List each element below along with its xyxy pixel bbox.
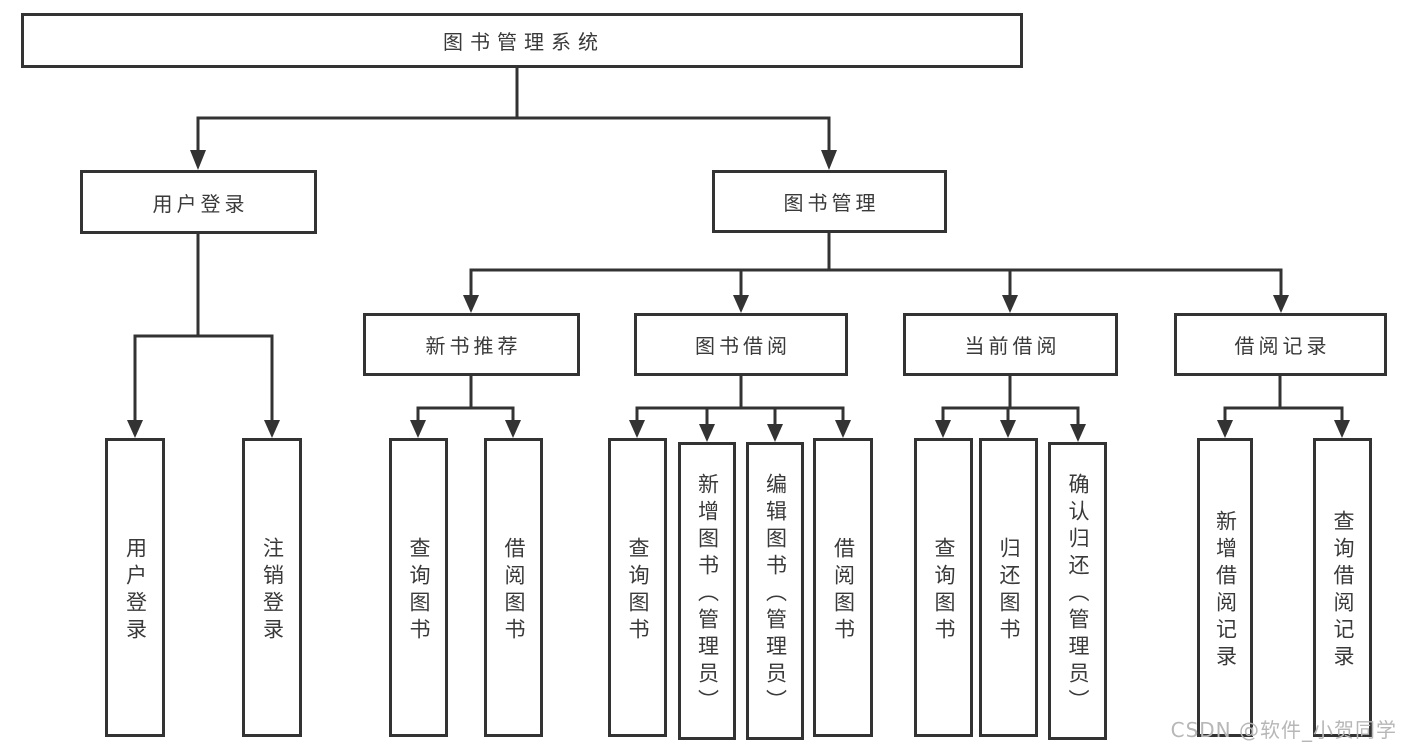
arrowhead-icon bbox=[835, 420, 851, 438]
arrowhead-icon bbox=[1334, 420, 1350, 438]
leaf-borrow-books-2-label: 借阅图书 bbox=[831, 536, 856, 645]
arrowhead-icon bbox=[699, 424, 715, 442]
leaf-add-book-admin-label: 新增图书（管理员） bbox=[695, 472, 720, 716]
leaf-query-books-1-label: 查询图书 bbox=[407, 536, 431, 645]
arrowhead-icon bbox=[463, 295, 479, 313]
leaf-user-login: 用户登录 bbox=[105, 438, 165, 737]
leaf-add-borrow-record: 新增借阅记录 bbox=[1197, 438, 1253, 737]
node-book-management-label: 图书管理 bbox=[783, 191, 880, 215]
arrowhead-icon bbox=[767, 424, 783, 442]
leaf-confirm-return-admin-label: 确认归还（管理员） bbox=[1066, 472, 1090, 716]
leaf-logout: 注销登录 bbox=[242, 438, 302, 737]
connector-root-to-level1 bbox=[196, 66, 831, 154]
node-new-book-recommend: 新书推荐 bbox=[363, 313, 580, 376]
arrowhead-icon bbox=[1217, 420, 1233, 438]
arrowhead-icon bbox=[410, 420, 426, 438]
connector-book-management-branch bbox=[469, 231, 1283, 299]
arrowhead-icon bbox=[264, 420, 280, 438]
node-library-system-label: 图书管理系统 bbox=[443, 30, 605, 54]
node-user-login: 用户登录 bbox=[80, 170, 317, 234]
leaf-borrow-books-1-label: 借阅图书 bbox=[502, 536, 526, 645]
node-library-system: 图书管理系统 bbox=[21, 13, 1023, 68]
leaf-add-borrow-record-label: 新增借阅记录 bbox=[1213, 509, 1238, 672]
arrowhead-icon bbox=[127, 420, 143, 438]
leaf-user-login-label: 用户登录 bbox=[123, 536, 148, 645]
arrowhead-icon bbox=[505, 420, 521, 438]
arrowhead-icon bbox=[821, 150, 837, 170]
leaf-query-books-3: 查询图书 bbox=[914, 438, 973, 737]
node-book-borrowing-label: 图书借阅 bbox=[695, 334, 791, 358]
node-book-borrowing: 图书借阅 bbox=[634, 313, 848, 376]
arrowhead-icon bbox=[935, 420, 951, 438]
leaf-confirm-return-admin: 确认归还（管理员） bbox=[1048, 442, 1107, 740]
leaf-query-books-3-label: 查询图书 bbox=[932, 536, 956, 645]
node-book-management: 图书管理 bbox=[712, 170, 947, 233]
leaf-borrow-books-1: 借阅图书 bbox=[484, 438, 543, 737]
leaf-edit-book-admin: 编辑图书（管理员） bbox=[746, 442, 804, 740]
leaf-query-books-1: 查询图书 bbox=[389, 438, 448, 737]
arrowhead-icon bbox=[1070, 424, 1086, 442]
node-new-book-recommend-label: 新书推荐 bbox=[425, 334, 522, 358]
node-borrowing-records-label: 借阅记录 bbox=[1234, 334, 1331, 358]
connector-new-book-branch bbox=[416, 374, 515, 425]
arrowhead-icon bbox=[190, 150, 206, 170]
arrowhead-icon bbox=[1000, 420, 1016, 438]
connector-book-borrow-branch bbox=[635, 374, 845, 428]
node-current-borrowing-label: 当前借阅 bbox=[964, 334, 1061, 358]
leaf-query-borrow-record: 查询借阅记录 bbox=[1313, 438, 1372, 737]
node-borrowing-records: 借阅记录 bbox=[1174, 313, 1387, 376]
node-current-borrowing: 当前借阅 bbox=[903, 313, 1118, 376]
arrowhead-icon bbox=[1002, 295, 1018, 313]
arrowhead-icon bbox=[629, 420, 645, 438]
arrowhead-icon bbox=[1273, 295, 1289, 313]
arrowhead-icon bbox=[733, 295, 749, 313]
csdn-watermark: CSDN @软件_小贺同学 bbox=[1170, 718, 1397, 742]
connector-current-borrow-branch bbox=[941, 374, 1080, 425]
node-user-login-label: 用户登录 bbox=[152, 191, 249, 216]
leaf-query-borrow-record-label: 查询借阅记录 bbox=[1331, 509, 1355, 672]
leaf-query-books-2-label: 查询图书 bbox=[626, 536, 650, 645]
leaf-return-books: 归还图书 bbox=[979, 438, 1038, 737]
leaf-borrow-books-2: 借阅图书 bbox=[813, 438, 873, 737]
leaf-edit-book-admin-label: 编辑图书（管理员） bbox=[763, 472, 788, 716]
leaf-return-books-label: 归还图书 bbox=[997, 536, 1021, 645]
leaf-query-books-2: 查询图书 bbox=[608, 438, 667, 737]
connector-user-login-branch bbox=[133, 231, 274, 424]
connector-borrow-record-branch bbox=[1223, 374, 1344, 425]
leaf-logout-label: 注销登录 bbox=[260, 536, 285, 645]
leaf-add-book-admin: 新增图书（管理员） bbox=[678, 442, 736, 740]
